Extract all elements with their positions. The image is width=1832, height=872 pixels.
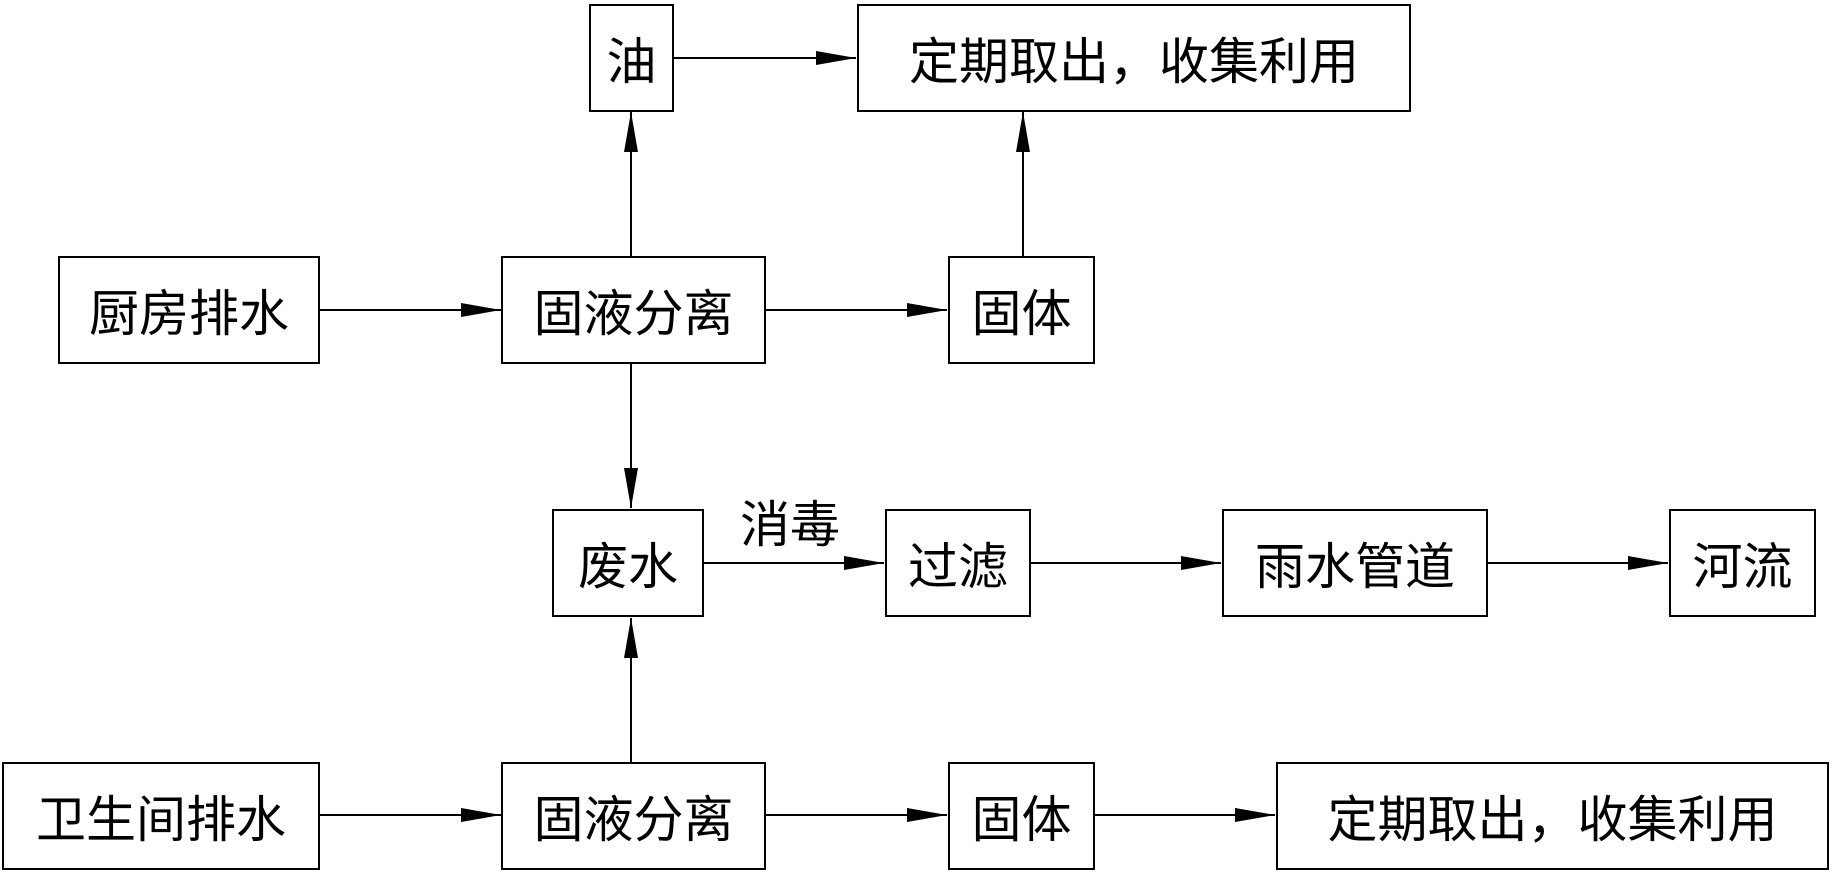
node-wastewater: 废水 xyxy=(552,509,704,617)
node-oil: 油 xyxy=(589,4,674,112)
node-kitchen-drain: 厨房排水 xyxy=(58,256,320,364)
node-collect-bottom: 定期取出，收集利用 xyxy=(1276,762,1829,870)
node-rain-pipe: 雨水管道 xyxy=(1222,509,1488,617)
node-river: 河流 xyxy=(1669,509,1816,617)
edge-label-disinfect: 消毒 xyxy=(740,496,840,554)
node-collect-top: 定期取出，收集利用 xyxy=(857,4,1411,112)
node-solid-bottom: 固体 xyxy=(948,762,1095,870)
node-toilet-drain: 卫生间排水 xyxy=(2,762,320,870)
node-filter: 过滤 xyxy=(885,509,1031,617)
node-solid-top: 固体 xyxy=(948,256,1095,364)
node-separation-top: 固液分离 xyxy=(501,256,766,364)
node-separation-bottom: 固液分离 xyxy=(501,762,766,870)
